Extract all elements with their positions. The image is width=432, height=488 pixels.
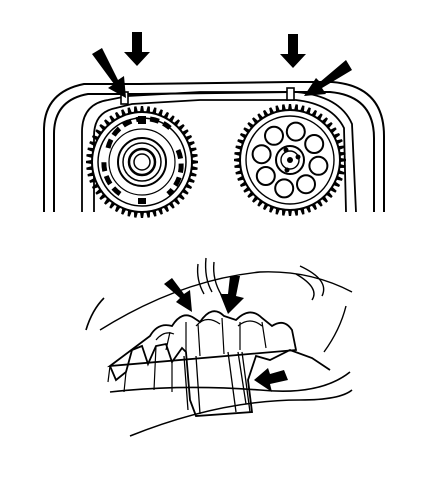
lightening-hole: [274, 178, 295, 199]
housing-contours: [99, 257, 353, 353]
top-panel: [43, 32, 385, 218]
lightening-hole: [264, 125, 284, 146]
bottom-panel: [85, 257, 353, 437]
arrow-diagonal-left: [92, 48, 126, 98]
arrow-down-belt-right: [220, 276, 244, 314]
right-camshaft-sprocket: [234, 104, 346, 216]
lightening-hole: [255, 166, 276, 186]
top-arrows: [92, 32, 352, 98]
arrow-diagonal-right: [304, 60, 352, 96]
lightening-hole: [296, 174, 316, 195]
belt-teeth: [106, 310, 298, 368]
left-camshaft-sprocket: [86, 106, 198, 218]
lightening-hole: [308, 155, 329, 176]
sprocket-body: [85, 297, 353, 437]
bottom-arrows: [164, 276, 288, 392]
lightening-hole: [251, 144, 272, 165]
arrow-down-right: [280, 34, 306, 68]
sprocket-teeth: [107, 342, 331, 417]
lightening-hole: [304, 134, 325, 154]
sprocket-lightening-holes: [251, 121, 329, 199]
arrow-down-left: [124, 32, 150, 66]
arrow-diagonal-belt-left: [164, 278, 192, 312]
timing-belt: [81, 91, 357, 213]
right-timing-mark: [286, 87, 295, 101]
lightening-hole: [285, 121, 306, 142]
arrow-left-sprocket: [254, 368, 288, 392]
